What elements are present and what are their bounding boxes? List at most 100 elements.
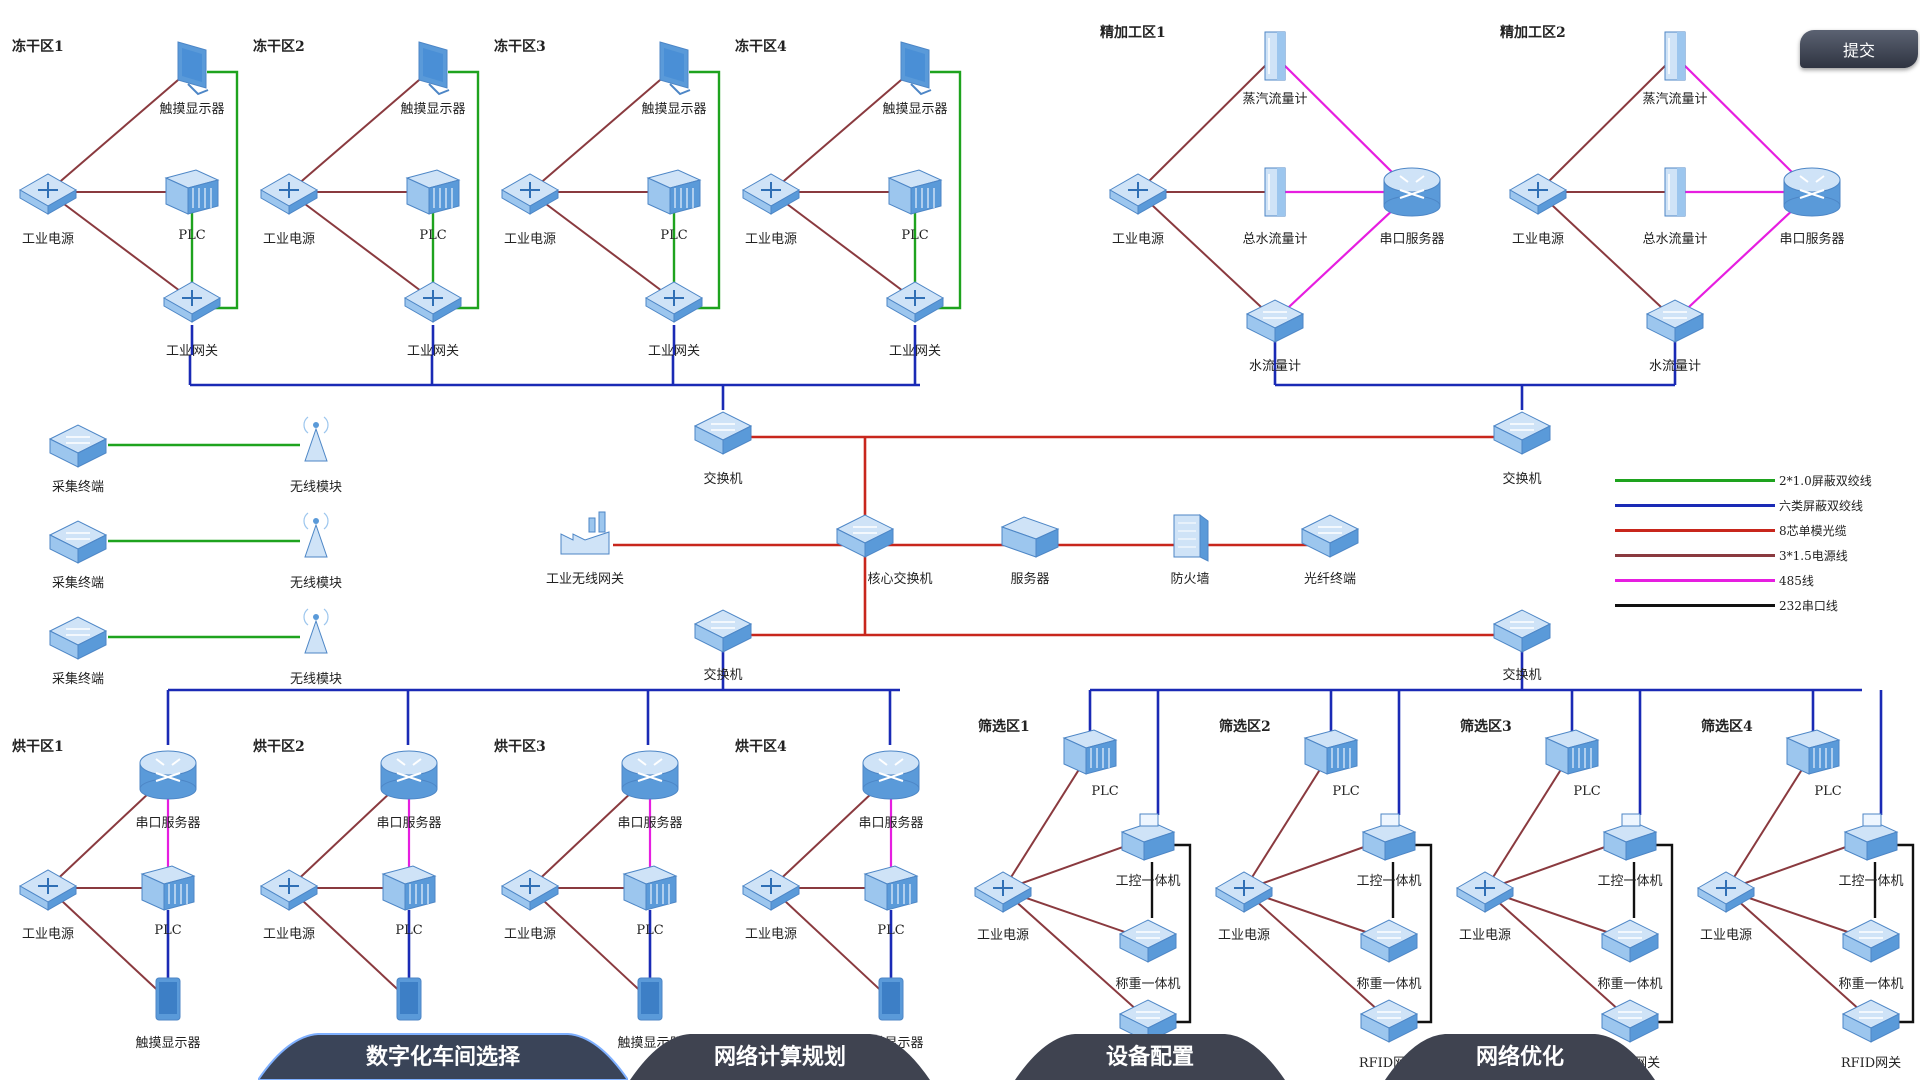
weighing-machine-icon[interactable]: [1841, 919, 1901, 963]
plc-label: PLC: [901, 228, 929, 243]
rfid-gateway-icon[interactable]: [1600, 999, 1660, 1043]
rfid-gateway-icon[interactable]: [1359, 999, 1419, 1043]
serial-server-icon[interactable]: [380, 750, 438, 800]
industrial-power-icon[interactable]: [259, 869, 319, 911]
touch-display-icon[interactable]: [177, 41, 209, 96]
acquisition-terminal-icon[interactable]: [48, 424, 108, 468]
industrial-pc-icon[interactable]: [1602, 813, 1658, 861]
touch-display-icon[interactable]: [659, 41, 691, 96]
weighing-machine-icon[interactable]: [1600, 919, 1660, 963]
steam-flowmeter-label: 蒸汽流量计: [1242, 92, 1308, 107]
switch-icon[interactable]: [1492, 609, 1552, 653]
weighing-machine-label: 称重一体机: [1597, 977, 1663, 992]
serial-server-icon[interactable]: [621, 750, 679, 800]
switch-icon[interactable]: [693, 411, 753, 455]
industrial-power-label: 工业电源: [1511, 232, 1565, 247]
serial-server-label: 串口服务器: [858, 816, 924, 831]
rs485-cable: [1274, 55, 1413, 193]
legend-label: 2*1.0屏蔽双绞线: [1779, 473, 1872, 488]
freeze-zone-title: 冻干区4: [735, 39, 787, 55]
plc-icon[interactable]: [1303, 729, 1359, 775]
nav-tab-label: 网络优化: [1475, 1044, 1564, 1070]
wireless-module-icon[interactable]: [303, 416, 329, 462]
plc-icon[interactable]: [863, 865, 919, 911]
industrial-pc-icon[interactable]: [1361, 813, 1417, 861]
serial-server-icon[interactable]: [1383, 167, 1441, 217]
steam-flowmeter-icon[interactable]: [1264, 31, 1286, 81]
nav-tab-3[interactable]: 设备配置: [1015, 1030, 1285, 1080]
serial-server-icon[interactable]: [139, 750, 197, 800]
steam-flowmeter-icon[interactable]: [1664, 31, 1686, 81]
touch-display-icon[interactable]: [900, 41, 932, 96]
industrial-gateway-icon[interactable]: [885, 281, 945, 323]
switch-icon[interactable]: [693, 609, 753, 653]
switch-label: 交换机: [1502, 472, 1542, 487]
server-icon[interactable]: [1000, 516, 1060, 558]
firewall-icon[interactable]: [1173, 514, 1209, 562]
plc-icon[interactable]: [140, 865, 196, 911]
industrial-pc-icon[interactable]: [1843, 813, 1899, 861]
industrial-gateway-icon[interactable]: [162, 281, 222, 323]
industrial-power-icon[interactable]: [1455, 871, 1515, 913]
touch-display-icon[interactable]: [396, 977, 422, 1021]
wireless-gateway-icon[interactable]: [560, 511, 610, 555]
power-cable: [529, 191, 675, 301]
plc-icon[interactable]: [622, 865, 678, 911]
industrial-power-icon[interactable]: [741, 869, 801, 911]
plc-icon[interactable]: [646, 169, 702, 215]
power-cable: [47, 887, 169, 1001]
wireless-module-icon[interactable]: [303, 608, 329, 654]
fiber-terminal-icon[interactable]: [1300, 514, 1360, 558]
power-cable: [1537, 55, 1676, 193]
plc-label: PLC: [660, 228, 688, 243]
industrial-pc-icon[interactable]: [1120, 813, 1176, 861]
industrial-gateway-label: 工业网关: [406, 344, 460, 359]
plc-icon[interactable]: [1062, 729, 1118, 775]
industrial-power-icon[interactable]: [973, 871, 1033, 913]
rfid-gateway-icon[interactable]: [1841, 999, 1901, 1043]
total-water-flowmeter-icon[interactable]: [1664, 167, 1686, 217]
touch-display-icon[interactable]: [155, 977, 181, 1021]
industrial-power-icon[interactable]: [1508, 173, 1568, 215]
industrial-power-icon[interactable]: [741, 173, 801, 215]
acquisition-terminal-icon[interactable]: [48, 520, 108, 564]
plc-icon[interactable]: [381, 865, 437, 911]
industrial-pc-label: 工控一体机: [1115, 874, 1181, 889]
touch-display-icon[interactable]: [418, 41, 450, 96]
water-flowmeter-icon[interactable]: [1245, 299, 1305, 343]
total-water-flowmeter-icon[interactable]: [1264, 167, 1286, 217]
industrial-power-icon[interactable]: [500, 869, 560, 911]
plc-icon[interactable]: [405, 169, 461, 215]
nav-tab-1[interactable]: 数字化车间选择: [258, 1030, 628, 1080]
legend-swatch: [1615, 528, 1775, 532]
industrial-power-icon[interactable]: [1108, 173, 1168, 215]
industrial-power-icon[interactable]: [18, 173, 78, 215]
touch-display-icon[interactable]: [637, 977, 663, 1021]
serial-server-icon[interactable]: [1783, 167, 1841, 217]
industrial-power-icon[interactable]: [500, 173, 560, 215]
touch-display-icon[interactable]: [878, 977, 904, 1021]
industrial-gateway-icon[interactable]: [644, 281, 704, 323]
core-switch-icon[interactable]: [835, 514, 895, 558]
plc-icon[interactable]: [1785, 729, 1841, 775]
plc-icon[interactable]: [887, 169, 943, 215]
acquisition-terminal-icon[interactable]: [48, 616, 108, 660]
nav-tab-2[interactable]: 网络计算规划: [630, 1030, 930, 1080]
plc-icon[interactable]: [164, 169, 220, 215]
nav-tab-4[interactable]: 网络优化: [1385, 1030, 1655, 1080]
industrial-power-icon[interactable]: [1696, 871, 1756, 913]
serial-server-icon[interactable]: [862, 750, 920, 800]
industrial-power-icon[interactable]: [259, 173, 319, 215]
switch-icon[interactable]: [1492, 411, 1552, 455]
weighing-machine-icon[interactable]: [1359, 919, 1419, 963]
industrial-power-icon[interactable]: [1214, 871, 1274, 913]
weighing-machine-icon[interactable]: [1118, 919, 1178, 963]
submit-button[interactable]: 提交: [1800, 30, 1918, 68]
power-cable: [1002, 751, 1091, 891]
plc-icon[interactable]: [1544, 729, 1600, 775]
water-flowmeter-icon[interactable]: [1645, 299, 1705, 343]
wireless-module-icon[interactable]: [303, 512, 329, 558]
industrial-power-icon[interactable]: [18, 869, 78, 911]
industrial-gateway-icon[interactable]: [403, 281, 463, 323]
power-cable: [288, 67, 434, 193]
